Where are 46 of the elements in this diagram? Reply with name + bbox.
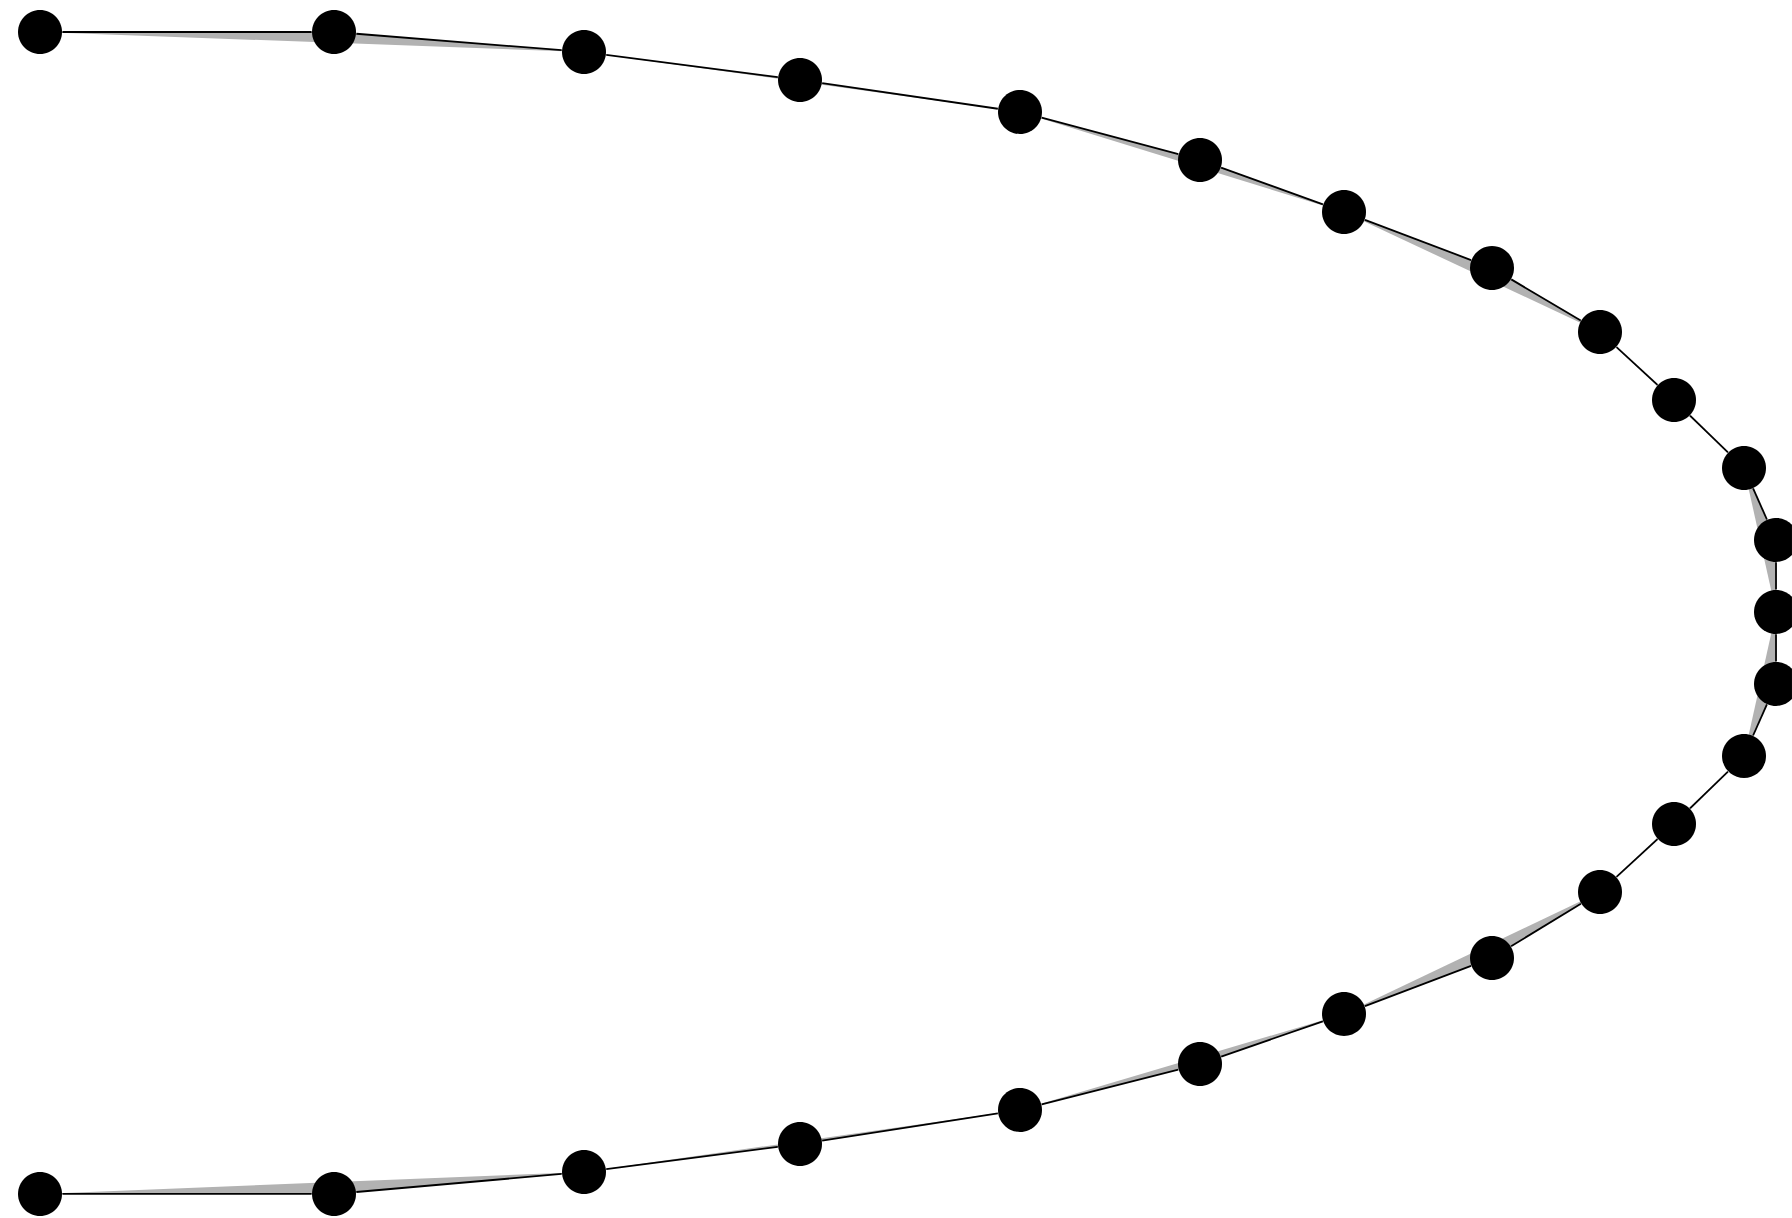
line (355, 1173, 563, 1193)
dot (1322, 991, 1366, 1036)
dot (1578, 869, 1622, 914)
dot (778, 1121, 822, 1166)
dot (998, 1087, 1042, 1132)
dot (998, 90, 1042, 134)
line (1615, 346, 1659, 386)
line (1510, 278, 1582, 322)
line (1364, 965, 1472, 1007)
dot (18, 9, 62, 54)
line (1689, 770, 1729, 810)
dot (312, 1171, 356, 1216)
dot (18, 1171, 62, 1216)
line (1510, 902, 1582, 948)
dot (1722, 733, 1766, 778)
line (821, 1112, 999, 1142)
line (1220, 1020, 1324, 1058)
dot (1470, 935, 1514, 980)
line (1040, 116, 1180, 156)
line (1364, 219, 1472, 261)
line (1775, 561, 1777, 591)
dot (562, 1149, 606, 1194)
line (61, 1193, 313, 1195)
dot (778, 57, 822, 102)
line (605, 53, 779, 78)
dot (1470, 246, 1514, 290)
dot (1322, 189, 1366, 234)
line (1220, 166, 1324, 206)
dot (1652, 801, 1696, 846)
line (1040, 1068, 1180, 1106)
dot (1652, 378, 1696, 422)
dot (1722, 445, 1766, 490)
line (1752, 703, 1768, 737)
line (1689, 414, 1729, 454)
dot (312, 9, 356, 54)
line (1775, 633, 1777, 663)
line (61, 31, 313, 33)
line (821, 82, 999, 110)
line (605, 1145, 779, 1170)
dot (1578, 309, 1622, 354)
line (355, 32, 563, 52)
line (1615, 838, 1659, 878)
dot (562, 29, 606, 74)
dot (1178, 1041, 1222, 1086)
line (1752, 487, 1768, 521)
dot (1178, 137, 1222, 182)
